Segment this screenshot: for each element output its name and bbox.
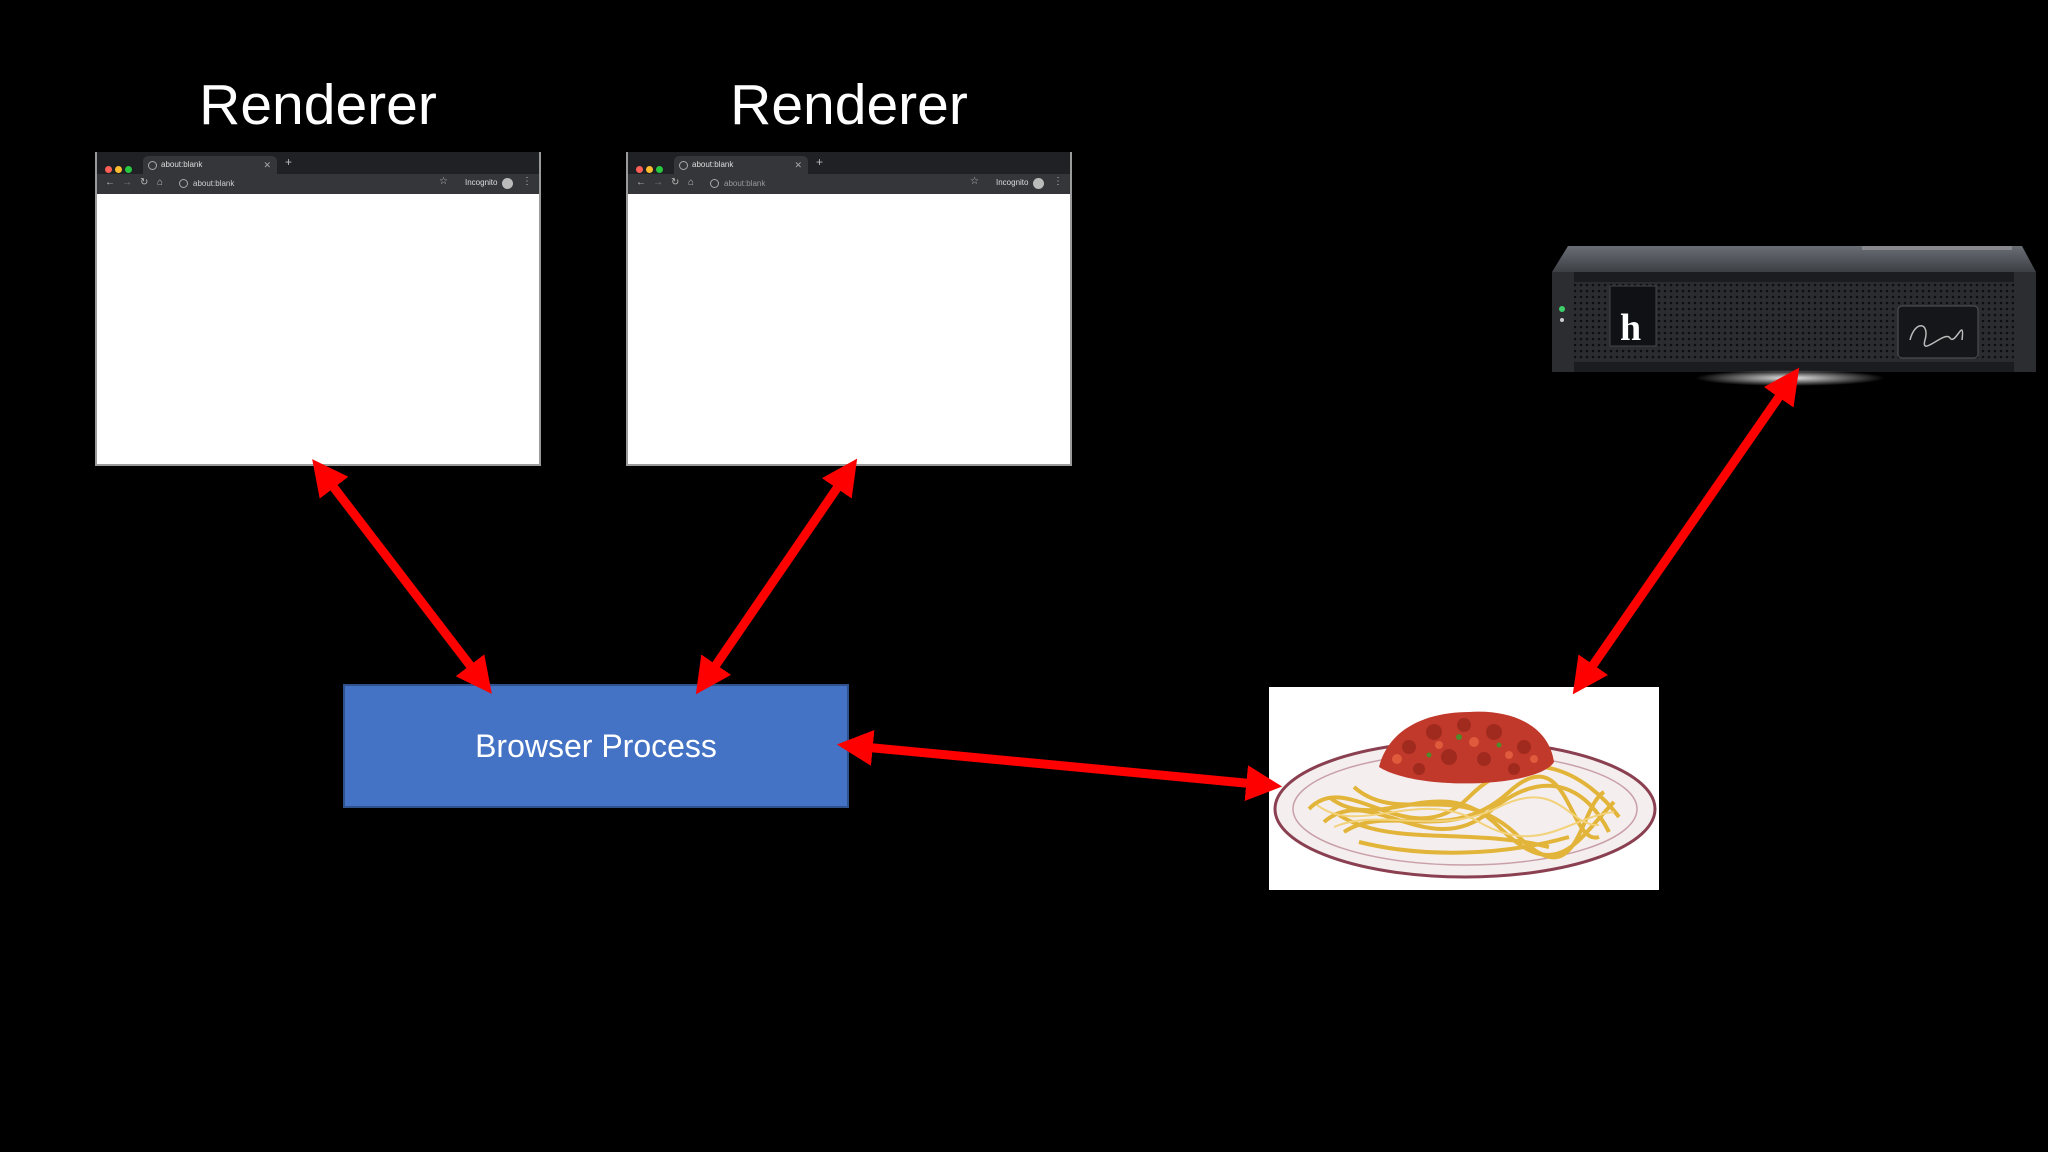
home-icon[interactable]: ⌂ (688, 177, 695, 188)
window-controls[interactable] (636, 160, 666, 178)
close-tab-icon[interactable]: ✕ (263, 160, 271, 170)
info-icon (710, 179, 719, 189)
browser-process-label: Browser Process (475, 727, 717, 764)
renderer-window-2: about:blank ✕ + ← → ↻ ⌂ about:blank ☆ In… (626, 152, 1072, 466)
info-icon (179, 179, 188, 189)
renderer-window-1: about:blank ✕ + ← → ↻ ⌂ about:blank ☆ In… (95, 152, 541, 466)
arrow-browser-process-spaghetti (836, 729, 1283, 802)
svg-text:h: h (1620, 307, 1641, 349)
menu-kebab-icon[interactable]: ⋮ (522, 176, 532, 187)
menu-kebab-icon[interactable]: ⋮ (1053, 176, 1063, 187)
close-dot-icon[interactable] (105, 166, 112, 173)
globe-icon (679, 161, 688, 170)
address-text: about:blank (724, 179, 766, 188)
arrow-renderer2-browser-process (695, 458, 858, 695)
browser-tab[interactable]: about:blank ✕ (674, 156, 808, 174)
address-bar[interactable]: about:blank (710, 177, 960, 191)
renderer-label-1: Renderer (199, 73, 437, 137)
tab-title: about:blank (692, 160, 734, 169)
minimize-dot-icon[interactable] (115, 166, 122, 173)
zoom-dot-icon[interactable] (125, 166, 132, 173)
bookmark-star-icon[interactable]: ☆ (970, 176, 979, 187)
back-icon[interactable]: ← (105, 177, 115, 188)
page-content (97, 194, 539, 464)
tab-bar: about:blank ✕ + (628, 152, 1070, 174)
incognito-icon[interactable] (502, 178, 513, 189)
new-tab-icon[interactable]: + (285, 155, 293, 169)
browser-toolbar: ← → ↻ ⌂ about:blank ☆ Incognito ⋮ (97, 174, 539, 194)
reload-icon[interactable]: ↻ (140, 177, 149, 188)
browser-process-box: Browser Process (343, 684, 849, 808)
back-icon[interactable]: ← (636, 177, 646, 188)
reload-icon[interactable]: ↻ (671, 177, 680, 188)
spaghetti-plate-icon (1273, 711, 1657, 879)
incognito-label: Incognito (465, 178, 498, 187)
zoom-dot-icon[interactable] (656, 166, 663, 173)
rack-server-image: h (1552, 246, 2036, 386)
arrow-spaghetti-server (1572, 367, 1800, 695)
address-text: about:blank (193, 179, 235, 188)
spaghetti-plate-image (1269, 687, 1659, 890)
close-tab-icon[interactable]: ✕ (794, 160, 802, 170)
browser-tab[interactable]: about:blank ✕ (143, 156, 277, 174)
close-dot-icon[interactable] (636, 166, 643, 173)
new-tab-icon[interactable]: + (816, 155, 824, 169)
minimize-dot-icon[interactable] (646, 166, 653, 173)
arrow-renderer1-browser-process (312, 459, 492, 694)
browser-toolbar: ← → ↻ ⌂ about:blank ☆ Incognito ⋮ (628, 174, 1070, 194)
home-icon[interactable]: ⌂ (157, 177, 164, 188)
forward-icon[interactable]: → (122, 177, 132, 188)
globe-icon (148, 161, 157, 170)
window-controls[interactable] (105, 160, 135, 178)
incognito-label: Incognito (996, 178, 1029, 187)
incognito-icon[interactable] (1033, 178, 1044, 189)
tab-bar: about:blank ✕ + (97, 152, 539, 174)
tab-title: about:blank (161, 160, 203, 169)
page-content (628, 194, 1070, 464)
address-bar[interactable]: about:blank (179, 177, 429, 191)
forward-icon[interactable]: → (653, 177, 663, 188)
renderer-label-2: Renderer (730, 73, 968, 137)
bookmark-star-icon[interactable]: ☆ (439, 176, 448, 187)
